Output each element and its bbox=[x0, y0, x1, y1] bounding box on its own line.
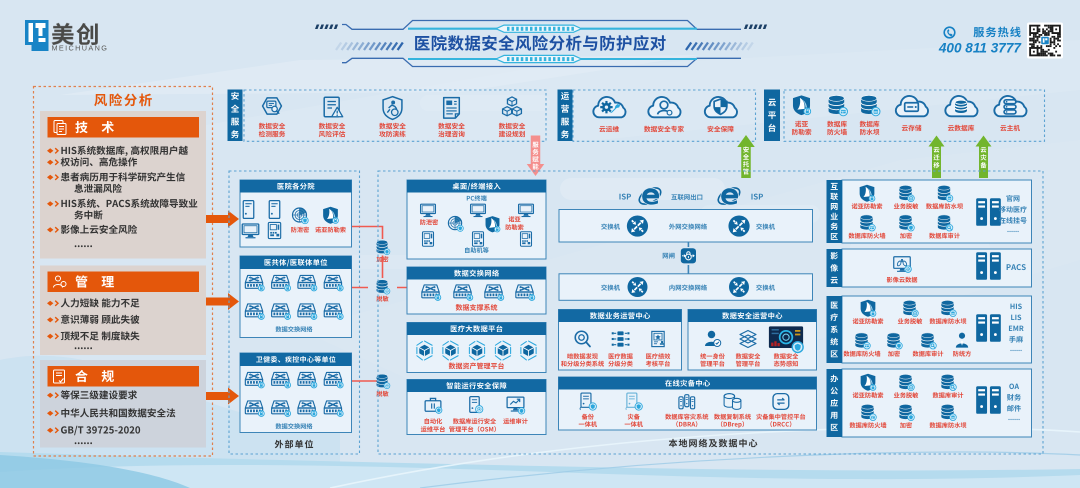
svg-text:400 811 3777: 400 811 3777 bbox=[938, 41, 1023, 56]
svg-text:MEICHUANG: MEICHUANG bbox=[52, 44, 109, 53]
